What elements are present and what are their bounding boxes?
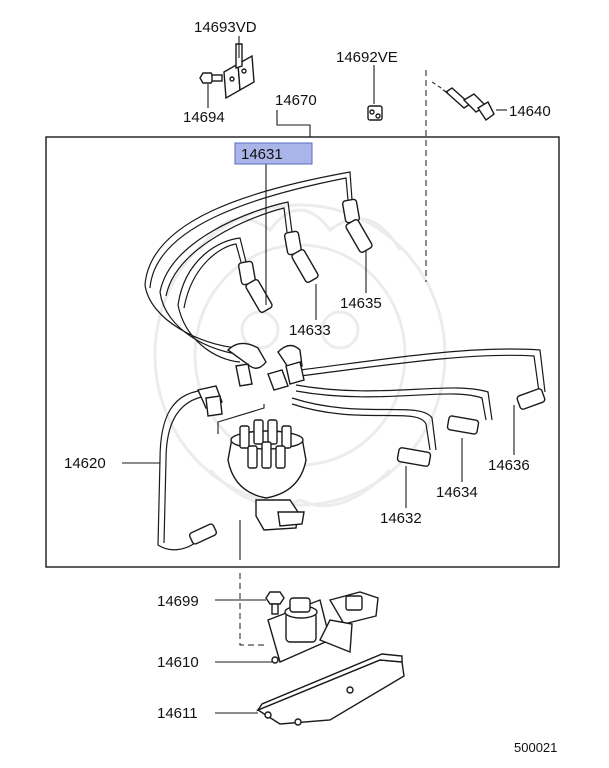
coil-bracket-14611: [256, 653, 405, 726]
bracket-14693vd: [223, 43, 255, 100]
label-14693vd[interactable]: 14693VD: [194, 19, 257, 36]
ignition-coil-14610: [267, 591, 379, 664]
label-14632[interactable]: 14632: [380, 510, 422, 527]
highlight-box-14631: [234, 142, 313, 165]
distributor-bracket-line: [217, 404, 265, 434]
coil-dash-line: [239, 573, 268, 646]
assembly-frame: [45, 136, 560, 568]
leader-14670: [276, 110, 311, 137]
bolt-14699: [265, 591, 285, 615]
distributor-cap: [227, 419, 307, 531]
label-14610[interactable]: 14610: [157, 654, 199, 671]
ignition-cables: [144, 171, 546, 551]
spark-plug-14640: [442, 87, 495, 122]
distributor-boots: [197, 342, 305, 417]
plug-leader-dash: [431, 81, 445, 91]
label-14636[interactable]: 14636: [488, 457, 530, 474]
coil-lead-boot: [188, 523, 218, 545]
cable-boots: [237, 198, 546, 467]
label-14634[interactable]: 14634: [436, 484, 478, 501]
label-14620[interactable]: 14620: [64, 455, 106, 472]
diagram-code: 500021: [514, 740, 557, 755]
label-14631[interactable]: 14631: [241, 146, 283, 163]
label-14670[interactable]: 14670: [275, 92, 317, 109]
label-14640[interactable]: 14640: [509, 103, 551, 120]
label-14633[interactable]: 14633: [289, 322, 331, 339]
clip-14692ve: [367, 105, 383, 121]
label-14635[interactable]: 14635: [340, 295, 382, 312]
label-14694[interactable]: 14694: [183, 109, 225, 126]
label-14692ve[interactable]: 14692VE: [336, 49, 398, 66]
label-14611[interactable]: 14611: [157, 705, 198, 722]
label-14699[interactable]: 14699: [157, 593, 199, 610]
bolt-14694: [199, 72, 223, 84]
